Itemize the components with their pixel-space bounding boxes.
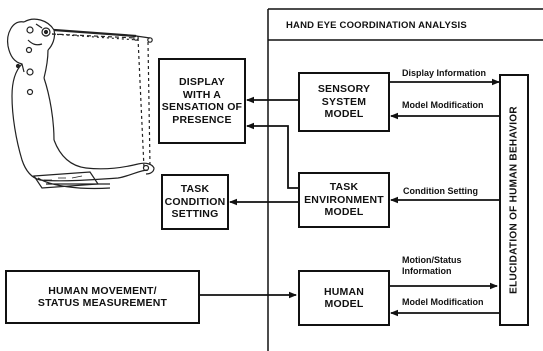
elucidation-label: ELUCIDATION OF HUMAN BEHAVIOR [509, 106, 520, 294]
edge-label-display-information: Display Information [402, 68, 486, 79]
human-model-label: HUMAN MODEL [324, 286, 364, 311]
human-movement-status-box: HUMAN MOVEMENT/ STATUS MEASUREMENT [5, 270, 200, 324]
human-model-box: HUMAN MODEL [298, 270, 390, 326]
human-movement-status-label: HUMAN MOVEMENT/ STATUS MEASUREMENT [38, 285, 167, 310]
human-figure-icon [8, 19, 154, 188]
sensory-system-model-label: SENSORY SYSTEM MODEL [318, 83, 370, 121]
sensory-system-model-box: SENSORY SYSTEM MODEL [298, 72, 390, 132]
edge-label-motion-status: Motion/Status Information [402, 255, 462, 277]
task-environment-model-label: TASK ENVIRONMENT MODEL [304, 181, 384, 219]
display-presence-box: DISPLAY WITH A SENSATION OF PRESENCE [158, 58, 246, 144]
edge-label-model-modification-bottom: Model Modification [402, 297, 484, 308]
elucidation-box: ELUCIDATION OF HUMAN BEHAVIOR [499, 74, 529, 326]
task-condition-setting-label: TASK CONDITION SETTING [165, 183, 226, 221]
arrow-taskenv-to-display [247, 126, 298, 188]
edge-label-condition-setting: Condition Setting [403, 186, 478, 197]
panel-title: HAND EYE COORDINATION ANALYSIS [286, 20, 467, 31]
edge-label-model-modification-top: Model Modification [402, 100, 484, 111]
task-environment-model-box: TASK ENVIRONMENT MODEL [298, 172, 390, 228]
task-condition-setting-box: TASK CONDITION SETTING [161, 174, 229, 230]
display-presence-label: DISPLAY WITH A SENSATION OF PRESENCE [162, 76, 242, 126]
